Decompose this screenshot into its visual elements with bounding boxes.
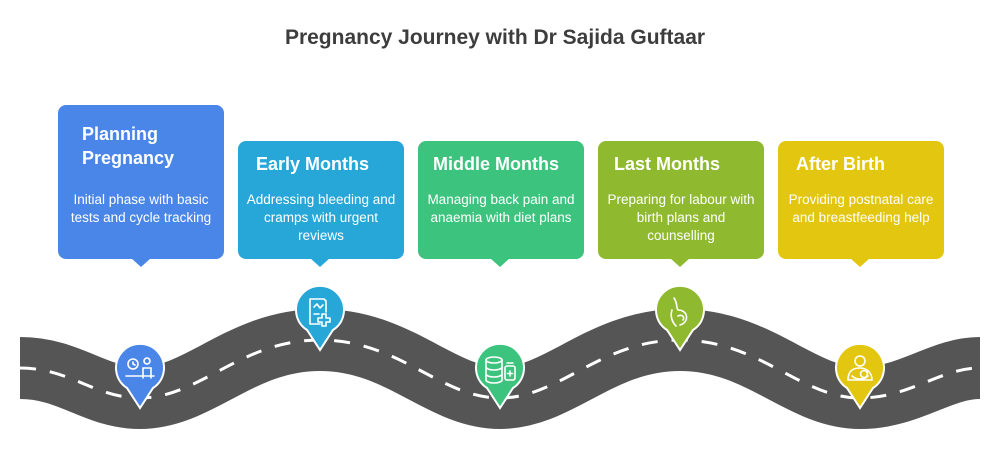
medical-report-icon [309, 298, 331, 327]
stage-card-planning: Planning Pregnancy Initial phase with ba… [58, 105, 224, 267]
marker-middle [475, 342, 525, 410]
stage-heading: Planning Pregnancy [82, 124, 175, 168]
stage-card-early: Early Months Addressing bleeding and cra… [238, 141, 404, 267]
mother-baby-icon [847, 355, 873, 381]
marker-early [295, 284, 345, 352]
card-pointer [670, 258, 690, 267]
marker-last [655, 284, 705, 352]
marker-planning [115, 342, 165, 410]
consultation-icon [125, 357, 155, 379]
stage-description: Initial phase with basic tests and cycle… [70, 192, 212, 225]
marker-after [835, 342, 885, 410]
stage-card-last: Last Months Preparing for labour with bi… [598, 141, 764, 267]
stage-description: Preparing for labour with birth plans an… [607, 192, 755, 243]
stage-card-middle: Middle Months Managing back pain and ana… [418, 141, 584, 267]
card-pointer [131, 258, 151, 267]
card-pointer [310, 258, 330, 267]
stage-heading: Last Months [614, 154, 720, 174]
card-pointer [850, 258, 870, 267]
supplements-icon [485, 356, 516, 384]
diagram-title: Pregnancy Journey with Dr Sajida Guftaar [284, 26, 706, 49]
stage-card-after: After Birth Providing postnatal care and… [778, 141, 944, 267]
stage-description: Providing postnatal care and breastfeedi… [788, 192, 934, 225]
road-lane-markings [19, 338, 981, 400]
stage-heading: Middle Months [433, 154, 559, 174]
stage-description: Addressing bleeding and cramps with urge… [246, 192, 396, 243]
stage-heading: After Birth [796, 154, 885, 174]
card-pointer [490, 258, 510, 267]
stage-description: Managing back pain and anaemia with diet… [427, 192, 575, 225]
stage-heading: Early Months [256, 154, 370, 174]
pregnant-belly-icon [670, 297, 688, 327]
